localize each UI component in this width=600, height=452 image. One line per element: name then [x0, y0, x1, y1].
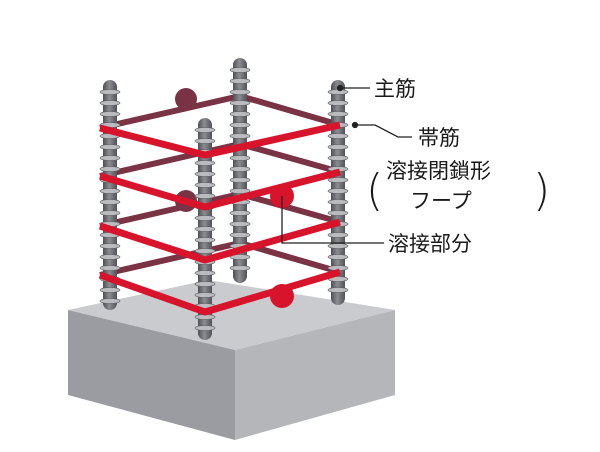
rebar-column-icon [229, 58, 251, 283]
leader-weld [281, 196, 384, 244]
hoop-front-3 [98, 218, 341, 264]
label-paren-open: ( [366, 165, 383, 216]
leader-lines [281, 84, 412, 244]
weld-dot-icon [175, 88, 197, 110]
front-hoops [98, 121, 341, 316]
label-hoop-type-line2: フープ [410, 189, 472, 213]
label-weld-part: 溶接部分 [388, 232, 472, 256]
hoop-back-1 [99, 93, 341, 131]
base-left-face [68, 310, 235, 440]
leader-dot [336, 84, 344, 92]
base-right-face [235, 310, 395, 440]
hoop-front-4 [98, 268, 341, 316]
weld-dot-icon [270, 284, 294, 308]
hoop-back-3 [99, 191, 341, 229]
label-main-bar: 主筋 [374, 77, 416, 101]
hoop-front-2 [99, 168, 341, 211]
hoop-front-1 [99, 121, 341, 159]
label-paren-close: ) [533, 165, 550, 216]
label-hoop-type-line1: 溶接閉鎖形 [386, 159, 491, 183]
label-hoop: 帯筋 [418, 126, 460, 150]
leader-dot [351, 121, 359, 129]
base-top-face [68, 280, 395, 350]
leader-hoop [355, 124, 412, 138]
concrete-base [68, 280, 395, 440]
